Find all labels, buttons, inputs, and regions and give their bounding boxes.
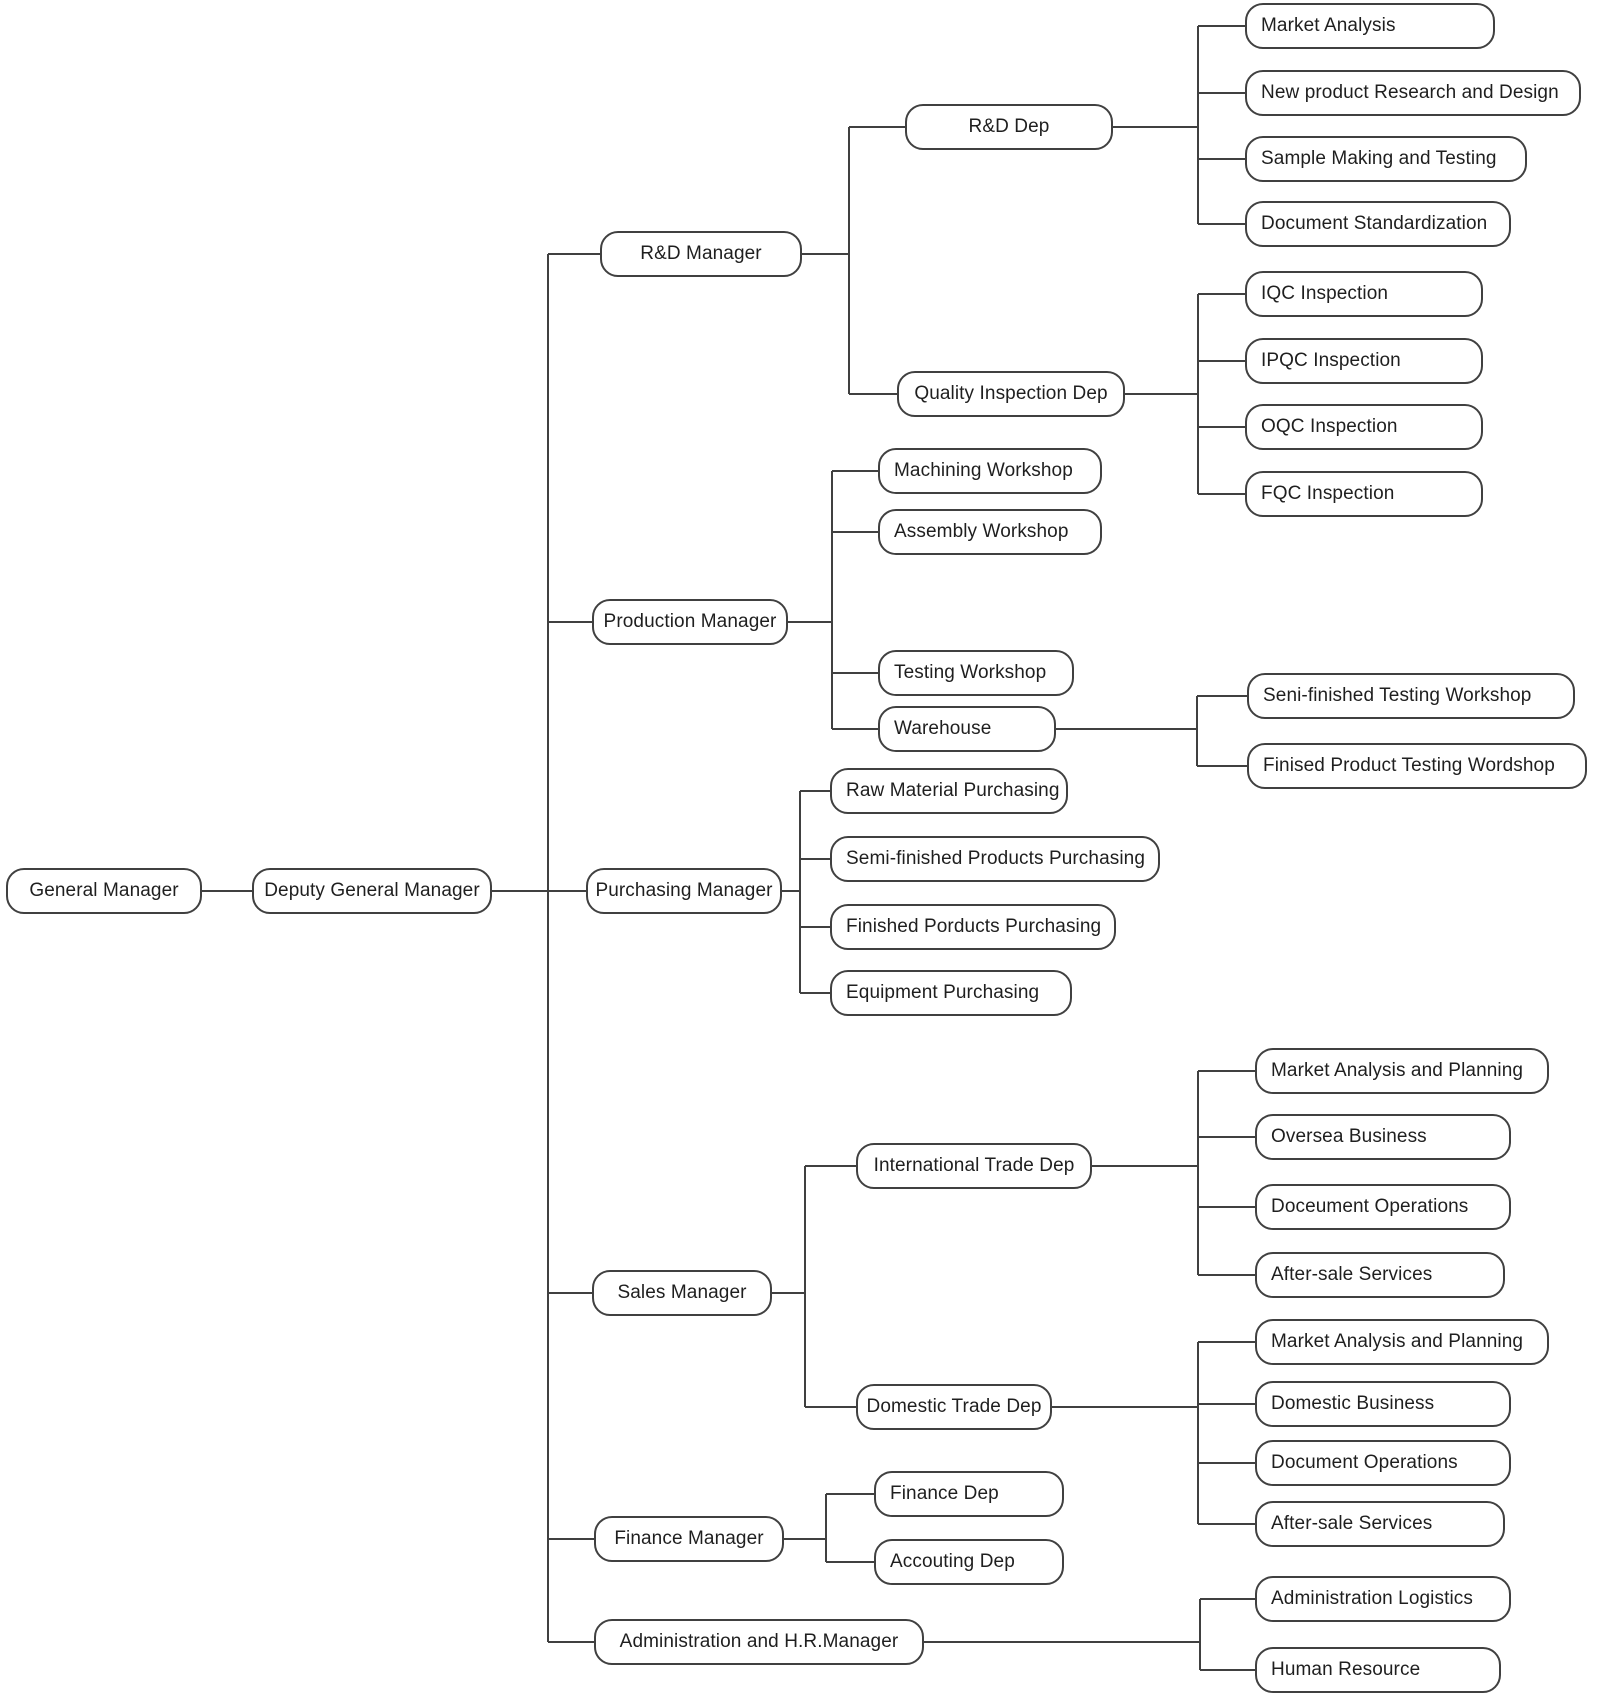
node-general-manager: General Manager xyxy=(6,868,202,914)
node-finished-porducts-purchasing: Finished Porducts Purchasing xyxy=(830,904,1116,950)
node-assembly-workshop: Assembly Workshop xyxy=(878,509,1102,555)
node-accouting-dep: Accouting Dep xyxy=(874,1539,1064,1585)
node-warehouse: Warehouse xyxy=(878,706,1056,752)
node-administration-hr-manager: Administration and H.R.Manager xyxy=(594,1619,924,1665)
node-machining-workshop: Machining Workshop xyxy=(878,448,1102,494)
node-ipqc-inspection: IPQC Inspection xyxy=(1245,338,1483,384)
node-after-sale-services-intl: After-sale Services xyxy=(1255,1252,1505,1298)
node-finised-product-testing-wordshop: Finised Product Testing Wordshop xyxy=(1247,743,1587,789)
node-production-manager: Production Manager xyxy=(592,599,788,645)
node-international-trade-dep: International Trade Dep xyxy=(856,1143,1092,1189)
node-document-operations-domestic: Document Operations xyxy=(1255,1440,1511,1486)
node-equipment-purchasing: Equipment Purchasing xyxy=(830,970,1072,1016)
node-document-standardization: Document Standardization xyxy=(1245,201,1511,247)
node-deputy-general-manager: Deputy General Manager xyxy=(252,868,492,914)
node-domestic-business: Domestic Business xyxy=(1255,1381,1511,1427)
node-oqc-inspection: OQC Inspection xyxy=(1245,404,1483,450)
node-seni-finished-testing-workshop: Seni-finished Testing Workshop xyxy=(1247,673,1575,719)
node-after-sale-services-domestic: After-sale Services xyxy=(1255,1501,1505,1547)
node-raw-material-purchasing: Raw Material Purchasing xyxy=(830,768,1068,814)
node-fqc-inspection: FQC Inspection xyxy=(1245,471,1483,517)
node-purchasing-manager: Purchasing Manager xyxy=(586,868,782,914)
node-market-analysis-and-planning-domestic: Market Analysis and Planning xyxy=(1255,1319,1549,1365)
node-testing-workshop: Testing Workshop xyxy=(878,650,1074,696)
node-sales-manager: Sales Manager xyxy=(592,1270,772,1316)
node-human-resource: Human Resource xyxy=(1255,1647,1501,1693)
node-market-analysis: Market Analysis xyxy=(1245,3,1495,49)
node-doceument-operations: Doceument Operations xyxy=(1255,1184,1511,1230)
node-finance-manager: Finance Manager xyxy=(594,1516,784,1562)
node-quality-inspection-dep: Quality Inspection Dep xyxy=(897,371,1125,417)
node-rd-dep: R&D Dep xyxy=(905,104,1113,150)
node-administration-logistics: Administration Logistics xyxy=(1255,1576,1511,1622)
node-new-product-research-and-design: New product Research and Design xyxy=(1245,70,1581,116)
node-domestic-trade-dep: Domestic Trade Dep xyxy=(856,1384,1052,1430)
node-rd-manager: R&D Manager xyxy=(600,231,802,277)
node-oversea-business: Oversea Business xyxy=(1255,1114,1511,1160)
node-sample-making-and-testing: Sample Making and Testing xyxy=(1245,136,1527,182)
node-market-analysis-and-planning-intl: Market Analysis and Planning xyxy=(1255,1048,1549,1094)
node-finance-dep: Finance Dep xyxy=(874,1471,1064,1517)
node-semi-finished-products-purchasing: Semi-finished Products Purchasing xyxy=(830,836,1160,882)
node-iqc-inspection: IQC Inspection xyxy=(1245,271,1483,317)
